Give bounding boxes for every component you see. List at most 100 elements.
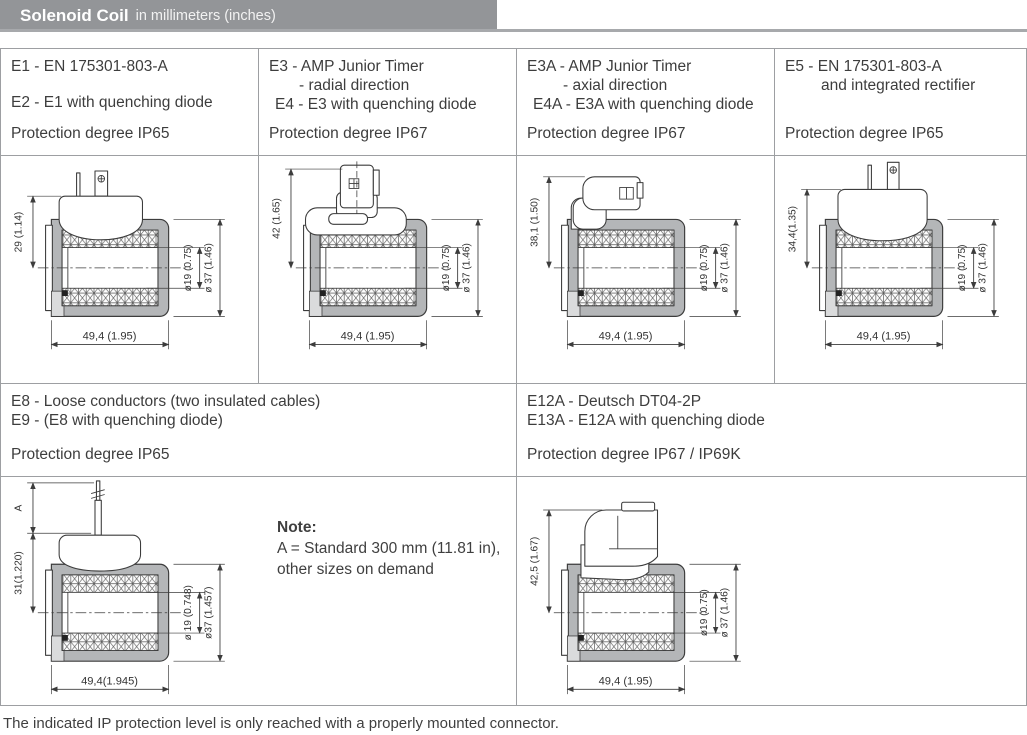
cell-e12a-header: E12A - Deutsch DT04-2P E13A - E12A with … (517, 384, 1026, 477)
e12a-outer-dia-label: ø 37 (1.46) (719, 588, 730, 638)
e8-protection: Protection degree IP65 (11, 446, 170, 463)
cell-e3a-drawing: 38,1 (1.50) ø19 (0.75) ø 37 (1.46) (517, 156, 775, 384)
e3-dim-length: 49,4 (1.95) (308, 320, 428, 350)
e3a-dim-outer: ø 37 (1.46) (689, 218, 741, 318)
e3-protection: Protection degree IP67 (269, 125, 428, 142)
e5-dim-height: 34,4(1.35) (787, 188, 841, 269)
e12a-inner-dia-label: ø19 (0.75) (699, 589, 710, 636)
e3a-connector-amp-axial (570, 176, 644, 230)
e3-height-label: 42 (1.65) (271, 198, 282, 239)
header-bar: Solenoid Coil in millimeters (inches) (0, 0, 497, 31)
e5-dim-inner: ø19 (0.75) (920, 244, 979, 291)
e12a-connector-deutsch (580, 501, 659, 581)
variants-table: E1 - EN 175301-803-A E2 - E1 with quench… (0, 48, 1027, 706)
e3a-dim-inner: ø19 (0.75) (662, 244, 721, 291)
e1-line1: E1 - EN 175301-803-A (11, 58, 168, 75)
page-subtitle: in millimeters (inches) (135, 7, 276, 24)
e5-protection: Protection degree IP65 (785, 125, 944, 142)
e1-dim-length: 49,4 (1.95) (50, 320, 170, 350)
e5-inner-dia-label: ø19 (0.75) (957, 244, 968, 291)
e3a-dim-length: 49,4 (1.95) (566, 320, 686, 350)
e1-dim-inner: ø19 (0.75) (146, 244, 205, 291)
e12a-drawing: 42,5 (1.67) ø19 (0.75) ø 37 (1.46) (529, 501, 741, 695)
e8-dim-length: 49,4(1.945) (50, 665, 170, 695)
e12a-height-label: 42,5 (1.67) (529, 537, 540, 586)
e1-outer-dia-label: ø 37 (1.46) (203, 243, 214, 293)
cell-e5-drawing: 34,4(1.35) ø19 (0.75) ø 37 (1.46) (775, 156, 1026, 384)
e12a-length-label: 49,4 (1.95) (599, 675, 653, 687)
cell-e5-header: E5 - EN 175301-803-A and integrated rect… (775, 49, 1026, 156)
e3-outer-dia-label: ø 37 (1.46) (461, 243, 472, 293)
e1-height-label: 29 (1.14) (13, 212, 24, 253)
note-line2: other sizes on demand (277, 561, 434, 578)
cell-e3-drawing: 42 (1.65) ø19 (0.75) ø 37 (1.46) (259, 156, 517, 384)
e5-line1: E5 - EN 175301-803-A (785, 58, 942, 75)
e1-drawing: 29 (1.14) ø19 (0.75) ø 37 (1.46) (13, 170, 225, 350)
e1-line2: E2 - E1 with quenching diode (11, 94, 213, 111)
e8-dim-height: 31(1.220) (13, 532, 36, 614)
e1-protection: Protection degree IP65 (11, 125, 170, 142)
e12a-dim-height: 42,5 (1.67) (529, 509, 603, 614)
cell-e8-header: E8 - Loose conductors (two insulated cab… (1, 384, 517, 477)
e3a-drawing: 38,1 (1.50) ø19 (0.75) ø 37 (1.46) (529, 176, 741, 350)
e3a-line1: E3A - AMP Junior Timer (527, 58, 692, 75)
e12a-line1: E12A - Deutsch DT04-2P (527, 393, 702, 410)
e5-line2: and integrated rectifier (821, 77, 976, 94)
e8-height-label: 31(1.220) (13, 551, 24, 594)
cell-e1-drawing: 29 (1.14) ø19 (0.75) ø 37 (1.46) (1, 156, 259, 384)
e3-line2: - radial direction (299, 77, 410, 94)
cell-e3a-header: E3A - AMP Junior Timer - axial direction… (517, 49, 775, 156)
e1-length-label: 49,4 (1.95) (83, 331, 137, 343)
footer-note: The indicated IP protection level is onl… (3, 715, 559, 732)
e1-dim-outer: ø 37 (1.46) (173, 218, 225, 318)
e8-line1: E8 - Loose conductors (two insulated cab… (11, 393, 321, 410)
e3a-protection: Protection degree IP67 (527, 125, 686, 142)
e12a-dim-length: 49,4 (1.95) (566, 665, 686, 695)
e3-line3: E4 - E3 with quenching diode (275, 96, 477, 113)
e8-inner-dia-label: ø 19 (0.748) (183, 585, 194, 640)
e3-drawing: 42 (1.65) ø19 (0.75) ø 37 (1.46) (271, 161, 483, 350)
e5-drawing: 34,4(1.35) ø19 (0.75) ø 37 (1.46) (787, 161, 999, 350)
e1-dim-height: 29 (1.14) (13, 195, 62, 269)
cell-e3-header: E3 - AMP Junior Timer - radial direction… (259, 49, 517, 156)
e3a-height-label: 38,1 (1.50) (529, 198, 540, 247)
e12a-line2: E13A - E12A with quenching diode (527, 412, 765, 429)
header-rule (0, 29, 1027, 32)
e5-dim-length: 49,4 (1.95) (824, 320, 944, 350)
e3a-line3: E4A - E3A with quenching diode (533, 96, 754, 113)
e8-length-label: 49,4(1.945) (81, 675, 138, 687)
e5-connector-din-rectifier (837, 161, 928, 242)
e3a-line2: - axial direction (563, 77, 668, 94)
e3-connector-amp-radial (304, 161, 407, 236)
e3-line1: E3 - AMP Junior Timer (269, 58, 424, 75)
page-title: Solenoid Coil (20, 5, 129, 25)
e12a-dim-outer: ø 37 (1.46) (689, 563, 741, 662)
e8-dim-cable: A (13, 482, 95, 534)
e3-length-label: 49,4 (1.95) (341, 331, 395, 343)
e3a-inner-dia-label: ø19 (0.75) (699, 244, 710, 291)
e12a-dim-inner: ø19 (0.75) (662, 589, 721, 636)
e8-dim-outer: ø37 (1.457) (173, 563, 225, 662)
cell-e12a-drawing: 42,5 (1.67) ø19 (0.75) ø 37 (1.46) (517, 477, 1026, 705)
e1-inner-dia-label: ø19 (0.75) (183, 244, 194, 291)
note-block: Note: A = Standard 300 mm (11.81 in), ot… (277, 517, 500, 580)
cell-e8-drawing: A 31(1.220) ø 19 (0.748) ø37 (1.457) (1, 477, 517, 705)
note-line1: A = Standard 300 mm (11.81 in), (277, 540, 501, 557)
e12a-protection: Protection degree IP67 / IP69K (527, 446, 741, 463)
cell-e1-header: E1 - EN 175301-803-A E2 - E1 with quench… (1, 49, 259, 156)
e3-dim-height: 42 (1.65) (271, 168, 343, 269)
e8-connector-cable (58, 480, 142, 572)
e5-height-label: 34,4(1.35) (787, 206, 798, 252)
e3-inner-dia-label: ø19 (0.75) (441, 244, 452, 291)
e3-dim-outer: ø 37 (1.46) (431, 218, 483, 318)
e8-drawing: A 31(1.220) ø 19 (0.748) ø37 (1.457) (13, 480, 225, 695)
e8-outer-dia-label: ø37 (1.457) (203, 586, 214, 639)
page-header: Solenoid Coil in millimeters (inches) (0, 0, 1027, 33)
e5-dim-outer: ø 37 (1.46) (947, 218, 999, 318)
e3a-length-label: 49,4 (1.95) (599, 331, 653, 343)
e3a-outer-dia-label: ø 37 (1.46) (719, 243, 730, 293)
e8-line2: E9 - (E8 with quenching diode) (11, 412, 223, 429)
e8-cable-label: A (13, 504, 24, 511)
e3a-dim-height: 38,1 (1.50) (529, 176, 585, 269)
